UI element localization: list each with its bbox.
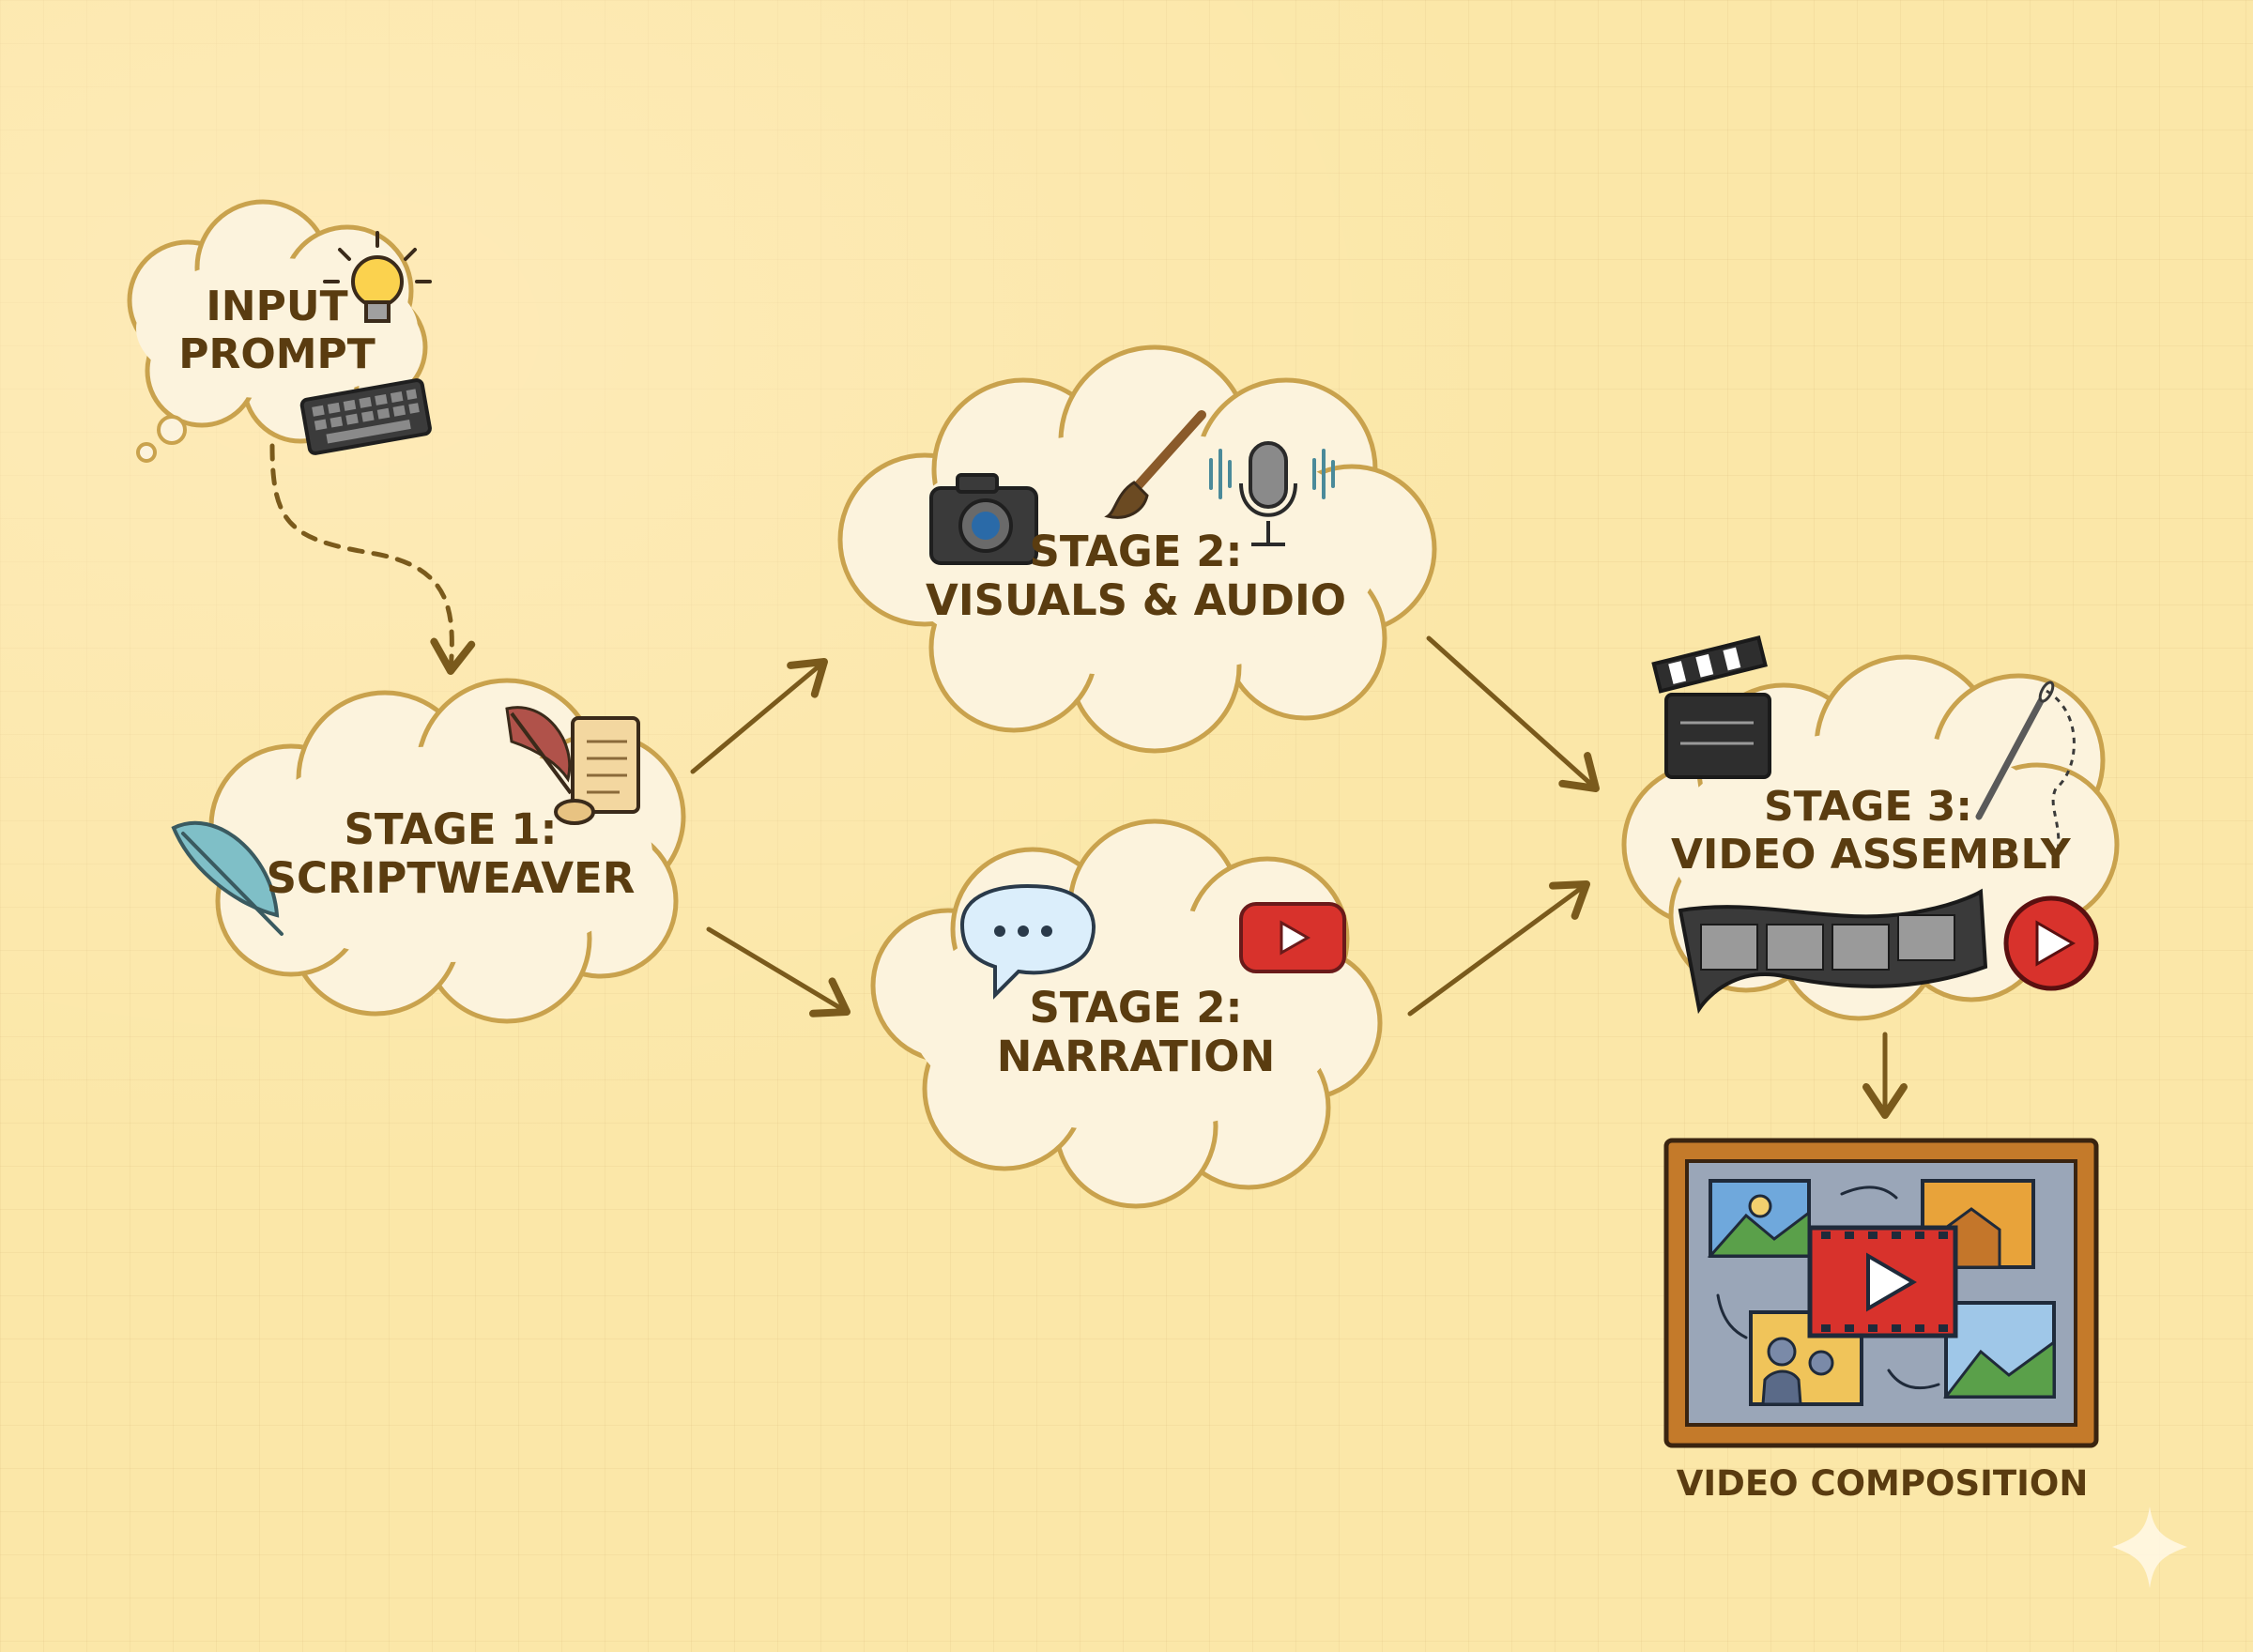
stage2-narration-line2: NARRATION — [996, 1031, 1276, 1081]
input-prompt-line2: PROMPT — [178, 329, 376, 378]
thought-bubbles — [136, 415, 187, 463]
stage3-line2: VIDEO ASSEMBLY — [1671, 830, 2071, 879]
stage2-narration-label: STAGE 2: NARRATION — [948, 984, 1324, 1081]
paintbrush-icon — [1104, 410, 1206, 519]
feather-icon — [171, 820, 284, 936]
stage3-line1: STAGE 3: — [1763, 783, 1973, 831]
stage1-label: STAGE 1: SCRIPTWEAVER — [263, 805, 638, 903]
arrow-narration-to-stage3 — [1407, 880, 1590, 1017]
stage2-narration-cloud — [870, 818, 1383, 1209]
film-strip-icon — [1678, 888, 1988, 1015]
stage2-visuals-line1: STAGE 2: — [1029, 527, 1243, 576]
arrow-stage1-to-visuals — [690, 658, 828, 774]
input-prompt-line1: INPUT — [206, 283, 348, 330]
video-composition-caption: VIDEO COMPOSITION — [1676, 1463, 2089, 1504]
keyboard-icon — [299, 378, 432, 455]
arrow-input-to-stage1 — [269, 443, 476, 675]
stage2-narration-line1: STAGE 2: — [1029, 983, 1243, 1032]
quill-icon — [505, 706, 573, 795]
clapperboard-icon — [1651, 635, 1771, 779]
speech-bubble-icon — [959, 884, 1096, 1000]
stage1-line2: SCRIPTWEAVER — [266, 852, 636, 903]
sparkle-icon — [2112, 1507, 2187, 1588]
arrow-stage1-to-narration — [706, 926, 851, 1017]
microphone-icon — [1209, 441, 1335, 546]
play-button-icon — [1239, 902, 1346, 973]
stage1-cloud — [208, 678, 686, 1024]
stage3-label: STAGE 3: VIDEO ASSEMBLY — [1671, 783, 2071, 879]
input-prompt-label: INPUT PROMPT — [164, 283, 390, 378]
scroll-icon — [554, 716, 640, 825]
stage1-line1: STAGE 1: — [344, 804, 558, 854]
needle-icon — [1975, 681, 2076, 864]
camera-icon — [929, 473, 1038, 565]
video-composition-frame-icon — [1663, 1138, 2099, 1448]
stage2-visuals-label: STAGE 2: VISUALS & AUDIO — [925, 528, 1347, 625]
lightbulb-icon — [323, 231, 432, 323]
play-circle-icon — [2003, 895, 2099, 991]
stage2-visuals-line2: VISUALS & AUDIO — [926, 574, 1346, 625]
arrow-visuals-to-stage3 — [1426, 635, 1600, 792]
